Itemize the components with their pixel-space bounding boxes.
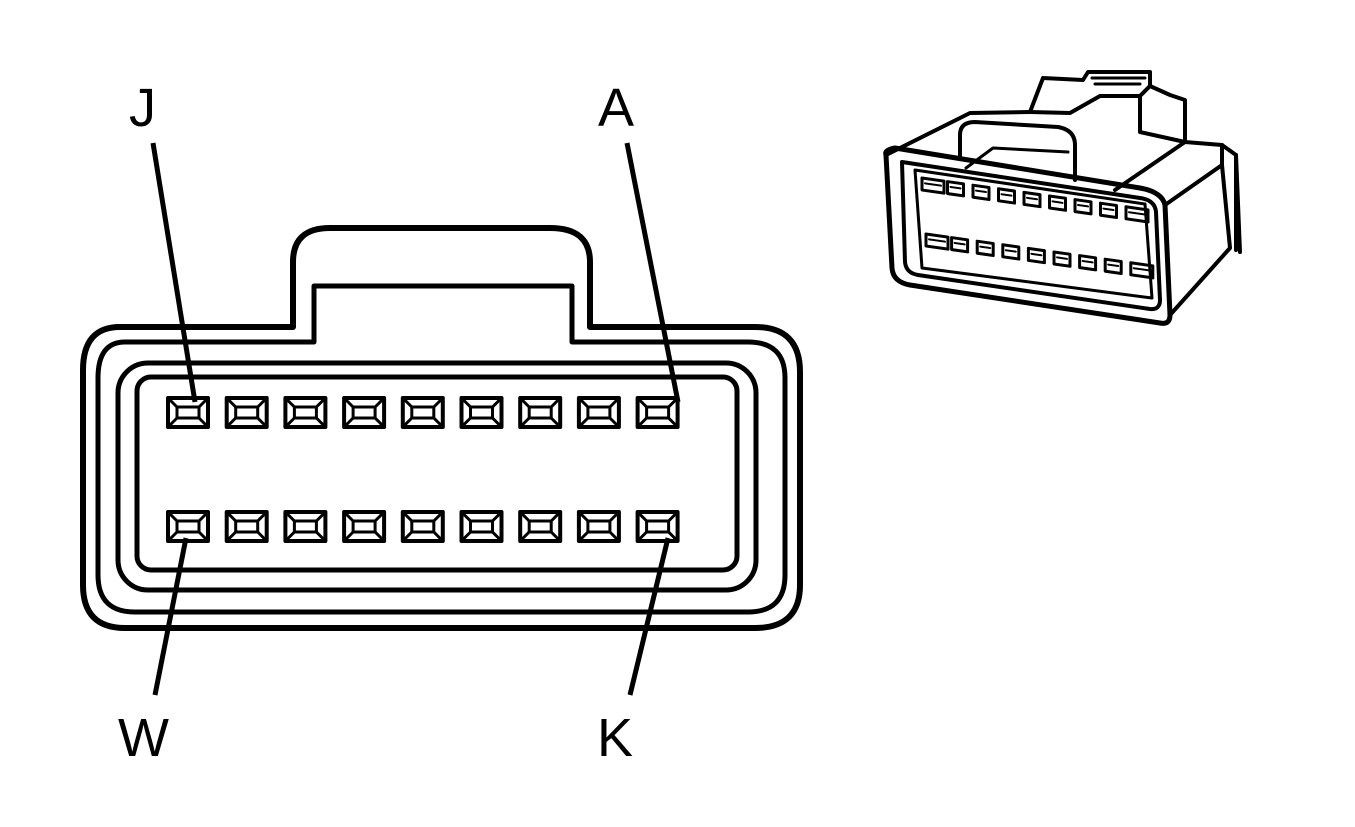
iso-front-inner — [900, 160, 1162, 312]
iso-latch-detail — [1090, 76, 1147, 86]
iso-cavity — [971, 183, 991, 201]
cavity — [400, 396, 445, 429]
iso-cavity-detail — [1107, 263, 1120, 268]
shroud-outline — [115, 360, 759, 593]
cavity — [224, 510, 269, 543]
housing-outer-outline — [80, 225, 803, 631]
iso-cavity-detail — [1000, 193, 1013, 197]
cavity — [635, 396, 680, 429]
iso-cavity — [1026, 246, 1046, 265]
cavity — [635, 510, 680, 543]
cavity-field — [134, 374, 740, 573]
iso-cavity — [1099, 201, 1118, 219]
iso-cavity-detail — [928, 238, 946, 243]
cavity — [342, 510, 387, 543]
iso-cavity-detail — [1077, 204, 1089, 208]
iso-cavity — [1129, 261, 1155, 280]
iso-cavity-detail — [1026, 196, 1038, 201]
iso-cavity-group — [920, 176, 1155, 280]
iso-cavity-detail — [975, 189, 987, 194]
connector-isometric-view — [883, 70, 1242, 326]
iso-cavity — [1078, 254, 1098, 272]
iso-cavity — [1052, 250, 1072, 268]
iso-cavity-detail — [924, 182, 942, 187]
cavity — [283, 510, 328, 543]
cavity — [400, 510, 445, 543]
iso-cavity — [946, 180, 965, 198]
housing-inner-outline — [95, 283, 788, 615]
cavity — [342, 396, 387, 429]
cavity — [166, 510, 210, 543]
iso-cavity-detail — [1004, 249, 1017, 253]
cavity — [224, 396, 269, 429]
iso-hood — [958, 120, 1077, 182]
cavity — [459, 510, 504, 543]
iso-cavity-detail — [1128, 211, 1146, 216]
cavity — [459, 396, 504, 429]
cavity — [576, 510, 621, 543]
iso-cavity-detail — [1030, 252, 1043, 257]
pin-label-w: W — [118, 708, 169, 768]
iso-cavity — [1001, 243, 1021, 261]
iso-front-field — [913, 168, 1154, 300]
leader-line-w — [152, 537, 189, 696]
cavity — [518, 510, 563, 543]
iso-hood-inner — [964, 146, 1070, 170]
connector-front-view — [80, 142, 803, 696]
leader-line-a — [624, 142, 681, 403]
iso-right-side — [1163, 143, 1238, 317]
iso-cavity-detail — [979, 245, 992, 250]
iso-cavity — [1048, 194, 1067, 212]
cavity — [576, 396, 621, 429]
leader-line-j — [150, 142, 198, 403]
iso-cavity-detail — [1051, 200, 1064, 204]
iso-cavity — [1103, 257, 1123, 275]
iso-cavity-detail — [1132, 267, 1151, 272]
pin-label-a: A — [598, 78, 634, 138]
cavity — [166, 396, 210, 429]
iso-cavity — [1073, 198, 1093, 216]
iso-cavity — [924, 232, 950, 251]
pin-label-j: J — [129, 78, 156, 138]
iso-cavity — [975, 239, 995, 257]
iso-cavity — [997, 187, 1016, 205]
iso-cavity — [920, 176, 946, 195]
iso-cavity — [1124, 205, 1150, 224]
leader-line-k — [627, 537, 671, 696]
cavity — [518, 396, 563, 429]
iso-latch — [1028, 70, 1187, 192]
pin-label-k: K — [597, 708, 633, 768]
iso-cavity — [950, 236, 970, 254]
iso-cavity — [1022, 190, 1042, 209]
iso-cavity-detail — [949, 186, 962, 190]
iso-cavity-detail — [1102, 207, 1115, 212]
iso-cavity-detail — [1081, 260, 1094, 264]
iso-cavity-detail — [1056, 256, 1068, 260]
cavity — [283, 396, 328, 429]
cavity-group — [166, 396, 680, 543]
iso-cavity-detail — [953, 242, 966, 246]
